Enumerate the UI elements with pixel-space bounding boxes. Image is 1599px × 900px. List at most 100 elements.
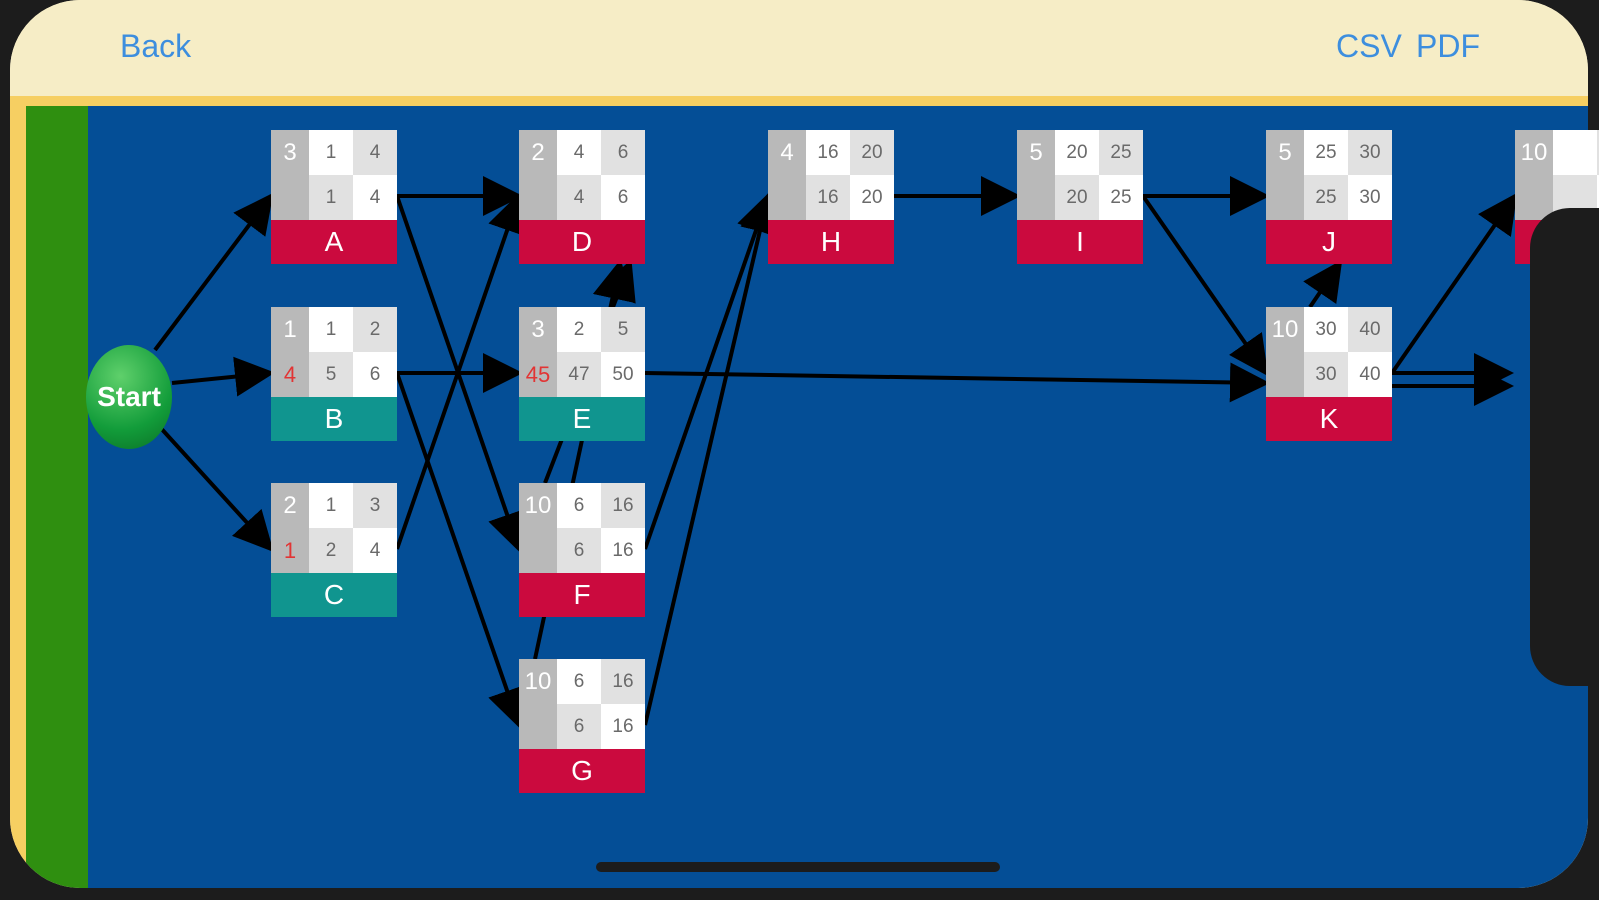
slack-value [519, 175, 557, 220]
slack-value [1266, 175, 1304, 220]
early-finish-value: 4 [353, 130, 397, 175]
late-finish-value: 4 [353, 175, 397, 220]
early-finish-value: 16 [601, 483, 645, 528]
network-start-gutter [26, 106, 88, 888]
navigation-bar: Back CSV PDF [10, 0, 1588, 96]
duration-value: 10 [1515, 130, 1553, 175]
activity-label: F [519, 573, 645, 617]
late-start-value: 30 [1304, 352, 1348, 397]
early-start-value: 6 [557, 659, 601, 704]
late-finish-value: 16 [601, 704, 645, 749]
activity-label: J [1266, 220, 1392, 264]
duration-value: 10 [519, 483, 557, 528]
slack-value: 1 [271, 528, 309, 573]
late-finish-value: 30 [1348, 175, 1392, 220]
slack-value: 45 [519, 352, 557, 397]
early-finish-value: 3 [353, 483, 397, 528]
pdf-export-button[interactable]: PDF [1416, 28, 1480, 64]
early-finish-value: 40 [1348, 307, 1392, 352]
late-start-value: 16 [806, 175, 850, 220]
early-start-value: 20 [1055, 130, 1099, 175]
slack-value [1515, 175, 1553, 220]
late-start-value: 6 [557, 528, 601, 573]
late-finish-value: 4 [353, 528, 397, 573]
late-start-value: 1 [309, 175, 353, 220]
duration-value: 1 [271, 307, 309, 352]
late-finish-value: 40 [1348, 352, 1392, 397]
device-notch [1530, 208, 1599, 686]
csv-export-button[interactable]: CSV [1336, 28, 1402, 64]
slack-value [519, 528, 557, 573]
activity-label: H [768, 220, 894, 264]
late-finish-value: 6 [353, 352, 397, 397]
activity-label: I [1017, 220, 1143, 264]
early-finish-value: 6 [601, 130, 645, 175]
late-start-value: 4 [557, 175, 601, 220]
duration-value: 2 [519, 130, 557, 175]
slack-value [768, 175, 806, 220]
early-start-value [1553, 130, 1597, 175]
activity-label: C [271, 573, 397, 617]
late-start-value: 6 [557, 704, 601, 749]
early-start-value: 4 [557, 130, 601, 175]
activity-label: B [271, 397, 397, 441]
duration-value: 10 [519, 659, 557, 704]
duration-value: 10 [1266, 307, 1304, 352]
early-start-value: 1 [309, 483, 353, 528]
early-finish-value: 25 [1099, 130, 1143, 175]
duration-value: 5 [1017, 130, 1055, 175]
duration-value: 4 [768, 130, 806, 175]
early-start-value: 25 [1304, 130, 1348, 175]
early-start-value: 6 [557, 483, 601, 528]
slack-value [1266, 352, 1304, 397]
late-finish-value [1597, 175, 1599, 220]
home-indicator [596, 862, 1000, 872]
early-finish-value [1597, 130, 1599, 175]
duration-value: 2 [271, 483, 309, 528]
activity-label: E [519, 397, 645, 441]
activity-values-grid: 10 [1515, 130, 1599, 220]
activity-label: G [519, 749, 645, 793]
slack-value [519, 704, 557, 749]
slack-value: 4 [271, 352, 309, 397]
late-finish-value: 16 [601, 528, 645, 573]
early-start-value: 30 [1304, 307, 1348, 352]
early-finish-value: 2 [353, 307, 397, 352]
start-node[interactable]: Start [86, 345, 172, 449]
late-start-value: 2 [309, 528, 353, 573]
early-start-value: 16 [806, 130, 850, 175]
late-finish-value: 6 [601, 175, 645, 220]
early-finish-value: 30 [1348, 130, 1392, 175]
duration-value: 3 [271, 130, 309, 175]
late-start-value: 20 [1055, 175, 1099, 220]
slack-value [271, 175, 309, 220]
nav-divider [10, 96, 1588, 106]
early-start-value: 1 [309, 130, 353, 175]
left-border-strip [10, 106, 26, 888]
late-start-value: 5 [309, 352, 353, 397]
early-finish-value: 16 [601, 659, 645, 704]
duration-value: 3 [519, 307, 557, 352]
back-button[interactable]: Back [120, 28, 192, 64]
